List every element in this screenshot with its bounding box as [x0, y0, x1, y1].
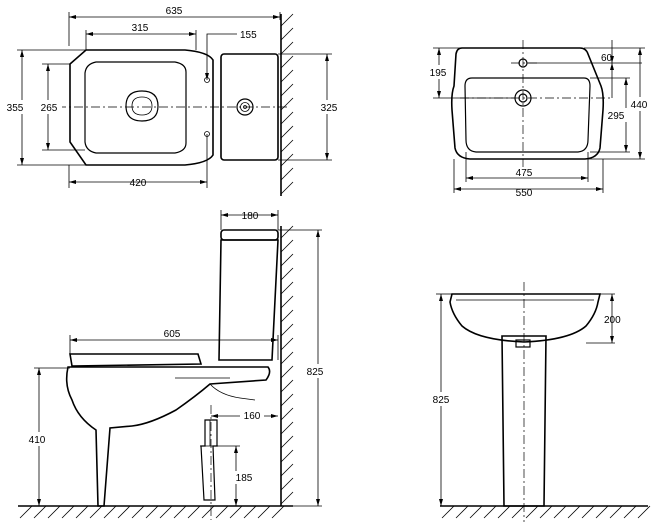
dim-basin-bowl-height: 200 [604, 315, 621, 326]
dim-basin-total-height: 825 [433, 395, 450, 406]
dim-seat-length: 315 [132, 23, 149, 34]
toilet-side-view: 180 605 825 410 160 185 [18, 210, 329, 520]
bowl-opening [125, 90, 159, 122]
dim-overall-length: 635 [166, 6, 183, 17]
dim-bowl-width: 265 [41, 103, 58, 114]
dim-outlet-height: 185 [236, 473, 253, 484]
basin-bowl-outline [464, 77, 591, 153]
dim-tank-depth: 180 [242, 211, 259, 222]
toilet-plan-view: 635 315 155 355 265 420 [6, 6, 342, 196]
basin-plan-view: 60 195 440 295 475 [426, 40, 652, 199]
tank-lid [220, 229, 279, 241]
basin-plan-outline [450, 47, 605, 160]
dim-tank-offset: 155 [240, 30, 257, 41]
tank-side-outline [218, 239, 279, 361]
dim-bowl-depth: 295 [608, 111, 625, 122]
wall-hatch [280, 225, 294, 505]
basin-side-view: 200 825 [428, 282, 651, 522]
seat-plan-outline [84, 61, 187, 154]
dim-tap-offset: 60 [601, 53, 613, 64]
floor-hatch [19, 505, 285, 519]
dim-tap-depth: 195 [430, 68, 447, 79]
outlet-pipe [200, 419, 218, 501]
dim-seat-height: 410 [29, 435, 46, 446]
dim-outlet-offset: 160 [244, 411, 261, 422]
dim-bowl-width: 475 [516, 168, 533, 179]
bowl-plan-outline [69, 49, 214, 166]
wall-hatch [280, 13, 294, 195]
dim-toilet-length: 605 [164, 329, 181, 340]
pedestal-outline [501, 335, 547, 507]
seat-side [69, 353, 203, 367]
bowl-side-outline [65, 366, 271, 507]
drain-stub [515, 339, 531, 348]
dim-overall-depth: 440 [631, 100, 648, 111]
basin-side-outline [449, 293, 602, 343]
dim-toilet-total-height: 825 [307, 367, 324, 378]
dim-total-width: 355 [7, 103, 24, 114]
dim-tank-width: 325 [321, 103, 338, 114]
dim-overall-width: 550 [516, 188, 533, 199]
floor-hatch [441, 505, 651, 519]
dim-base-length: 420 [130, 178, 147, 189]
